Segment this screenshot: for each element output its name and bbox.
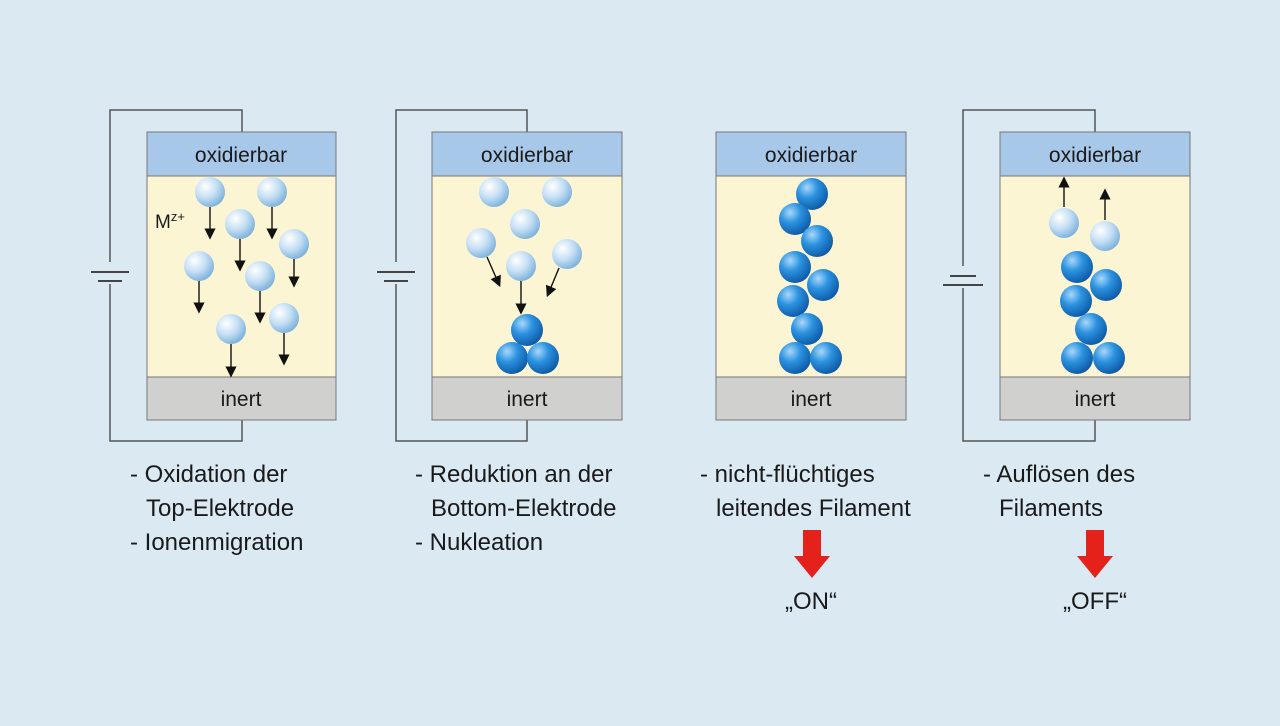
caption-panel-3: - nicht-flüchtiges leitendes Filament [700, 458, 911, 526]
ion [269, 303, 299, 333]
metal-atom [779, 342, 811, 374]
top-electrode-label: oxidierbar [1049, 144, 1141, 167]
metal-atom [1060, 285, 1092, 317]
metal-atom [527, 342, 559, 374]
metal-atom [779, 203, 811, 235]
caption-line: Bottom-Elektrode [431, 495, 617, 522]
ion [466, 228, 496, 258]
ion [245, 261, 275, 291]
bottom-electrode-label: inert [507, 388, 548, 411]
on-state-arrow [794, 530, 830, 578]
battery-symbol [943, 275, 983, 286]
electrolyte-layer [146, 175, 337, 378]
top-electrode-label: oxidierbar [765, 144, 857, 167]
caption-line: Filaments [999, 495, 1104, 522]
ion [1090, 221, 1120, 251]
metal-atom [1090, 269, 1122, 301]
conductive-filament [777, 178, 842, 374]
caption-line: - nicht-flüchtiges [700, 461, 875, 488]
ion [279, 229, 309, 259]
panel-4: oxidierbar inert [943, 109, 1191, 578]
ion [552, 239, 582, 269]
caption-line: - Ionenmigration [130, 529, 304, 556]
metal-atom [1093, 342, 1125, 374]
top-electrode [999, 131, 1191, 177]
ion [257, 177, 287, 207]
metal-nucleus [496, 314, 559, 374]
off-state-label: „OFF“ [1063, 588, 1127, 615]
caption-line: - Auflösen des [983, 461, 1136, 488]
metal-atom [1075, 313, 1107, 345]
ion [1049, 208, 1079, 238]
ion [216, 314, 246, 344]
bottom-electrode-label: inert [221, 388, 262, 411]
caption-line: - Oxidation der [130, 461, 288, 488]
circuit-wire [395, 109, 528, 262]
caption-panel-2: - Reduktion an der Bottom-Elektrode - Nu… [415, 458, 616, 560]
bottom-electrode-label: inert [1075, 388, 1116, 411]
ion [184, 251, 214, 281]
bottom-electrode [715, 376, 907, 421]
battery-symbol [377, 271, 415, 282]
bottom-electrode [146, 376, 337, 421]
metal-atom [496, 342, 528, 374]
top-electrode [146, 131, 337, 177]
metal-atom [777, 285, 809, 317]
caption-panel-1: - Oxidation der Top-Elektrode - Ionenmig… [130, 458, 303, 560]
metal-atom [791, 313, 823, 345]
circuit-wire [109, 284, 243, 442]
metal-atom [511, 314, 543, 346]
top-electrode [431, 131, 623, 177]
circuit-wire [962, 109, 1096, 266]
circuit-wire [109, 109, 243, 262]
caption-line: Top-Elektrode [146, 495, 295, 522]
metal-atom [1061, 251, 1093, 283]
caption-panel-4: - Auflösen des Filaments [983, 458, 1135, 526]
circuit-wire [395, 284, 528, 442]
ions [184, 177, 309, 378]
ion [510, 209, 540, 239]
remaining-filament [1060, 251, 1125, 374]
on-state-label: „ON“ [785, 588, 837, 615]
caption-line: - Reduktion an der [415, 461, 613, 488]
panel-1: oxidierbar inert Mz+ [91, 109, 337, 442]
top-electrode-label: oxidierbar [195, 144, 287, 167]
metal-atom [796, 178, 828, 210]
top-electrode-label: oxidierbar [481, 144, 573, 167]
metal-atom [807, 269, 839, 301]
ion [225, 209, 255, 239]
bottom-electrode-label: inert [791, 388, 832, 411]
caption-line: leitendes Filament [716, 495, 911, 522]
battery-symbol [91, 271, 129, 282]
metal-atom [1061, 342, 1093, 374]
circuit-wire [962, 288, 1096, 442]
metal-atom [801, 225, 833, 257]
metal-atom [779, 251, 811, 283]
bottom-electrode [431, 376, 623, 421]
ion [506, 251, 536, 281]
top-electrode [715, 131, 907, 177]
panel-2: oxidierbar inert [377, 109, 623, 442]
metal-atom [810, 342, 842, 374]
dissolving-ions [1049, 176, 1120, 251]
ion [195, 177, 225, 207]
bottom-electrode [999, 376, 1191, 421]
caption-line: - Nukleation [415, 529, 544, 556]
off-state-arrow [1077, 530, 1113, 578]
ion [542, 177, 572, 207]
ion [479, 177, 509, 207]
ions [466, 177, 582, 315]
panel-3: oxidierbar inert [715, 131, 907, 578]
